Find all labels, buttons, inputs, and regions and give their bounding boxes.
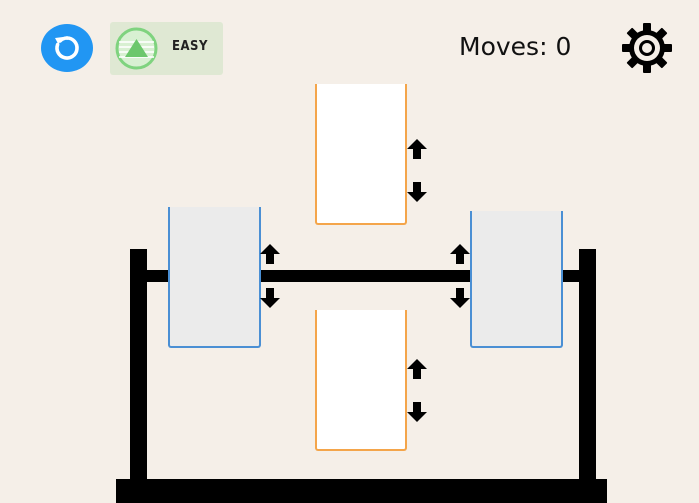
vertical-block-top[interactable]	[315, 84, 407, 225]
moves-count: 0	[555, 32, 572, 61]
up-arrow-icon[interactable]	[449, 243, 471, 265]
up-triangle-icon	[115, 27, 158, 70]
frame-right-post	[579, 249, 596, 480]
up-arrow-icon[interactable]	[406, 138, 428, 160]
down-arrow-icon[interactable]	[449, 287, 471, 309]
restart-button[interactable]	[41, 24, 93, 72]
moves-label: Moves:	[459, 32, 548, 61]
difficulty-label: EASY	[172, 39, 208, 54]
vertical-block-bottom[interactable]	[315, 310, 407, 451]
down-arrow-icon[interactable]	[406, 401, 428, 423]
gear-icon[interactable]	[621, 22, 673, 74]
frame-base	[116, 479, 607, 503]
difficulty-button[interactable]: EASY	[110, 22, 223, 75]
frame-left-post	[130, 249, 147, 480]
up-arrow-icon[interactable]	[406, 358, 428, 380]
horizontal-block-left[interactable]	[168, 207, 261, 348]
moves-counter: Moves: 0	[459, 32, 571, 61]
down-arrow-icon[interactable]	[406, 181, 428, 203]
horizontal-block-right[interactable]	[470, 211, 563, 348]
restart-icon	[55, 36, 79, 60]
up-arrow-icon[interactable]	[259, 243, 281, 265]
down-arrow-icon[interactable]	[259, 287, 281, 309]
